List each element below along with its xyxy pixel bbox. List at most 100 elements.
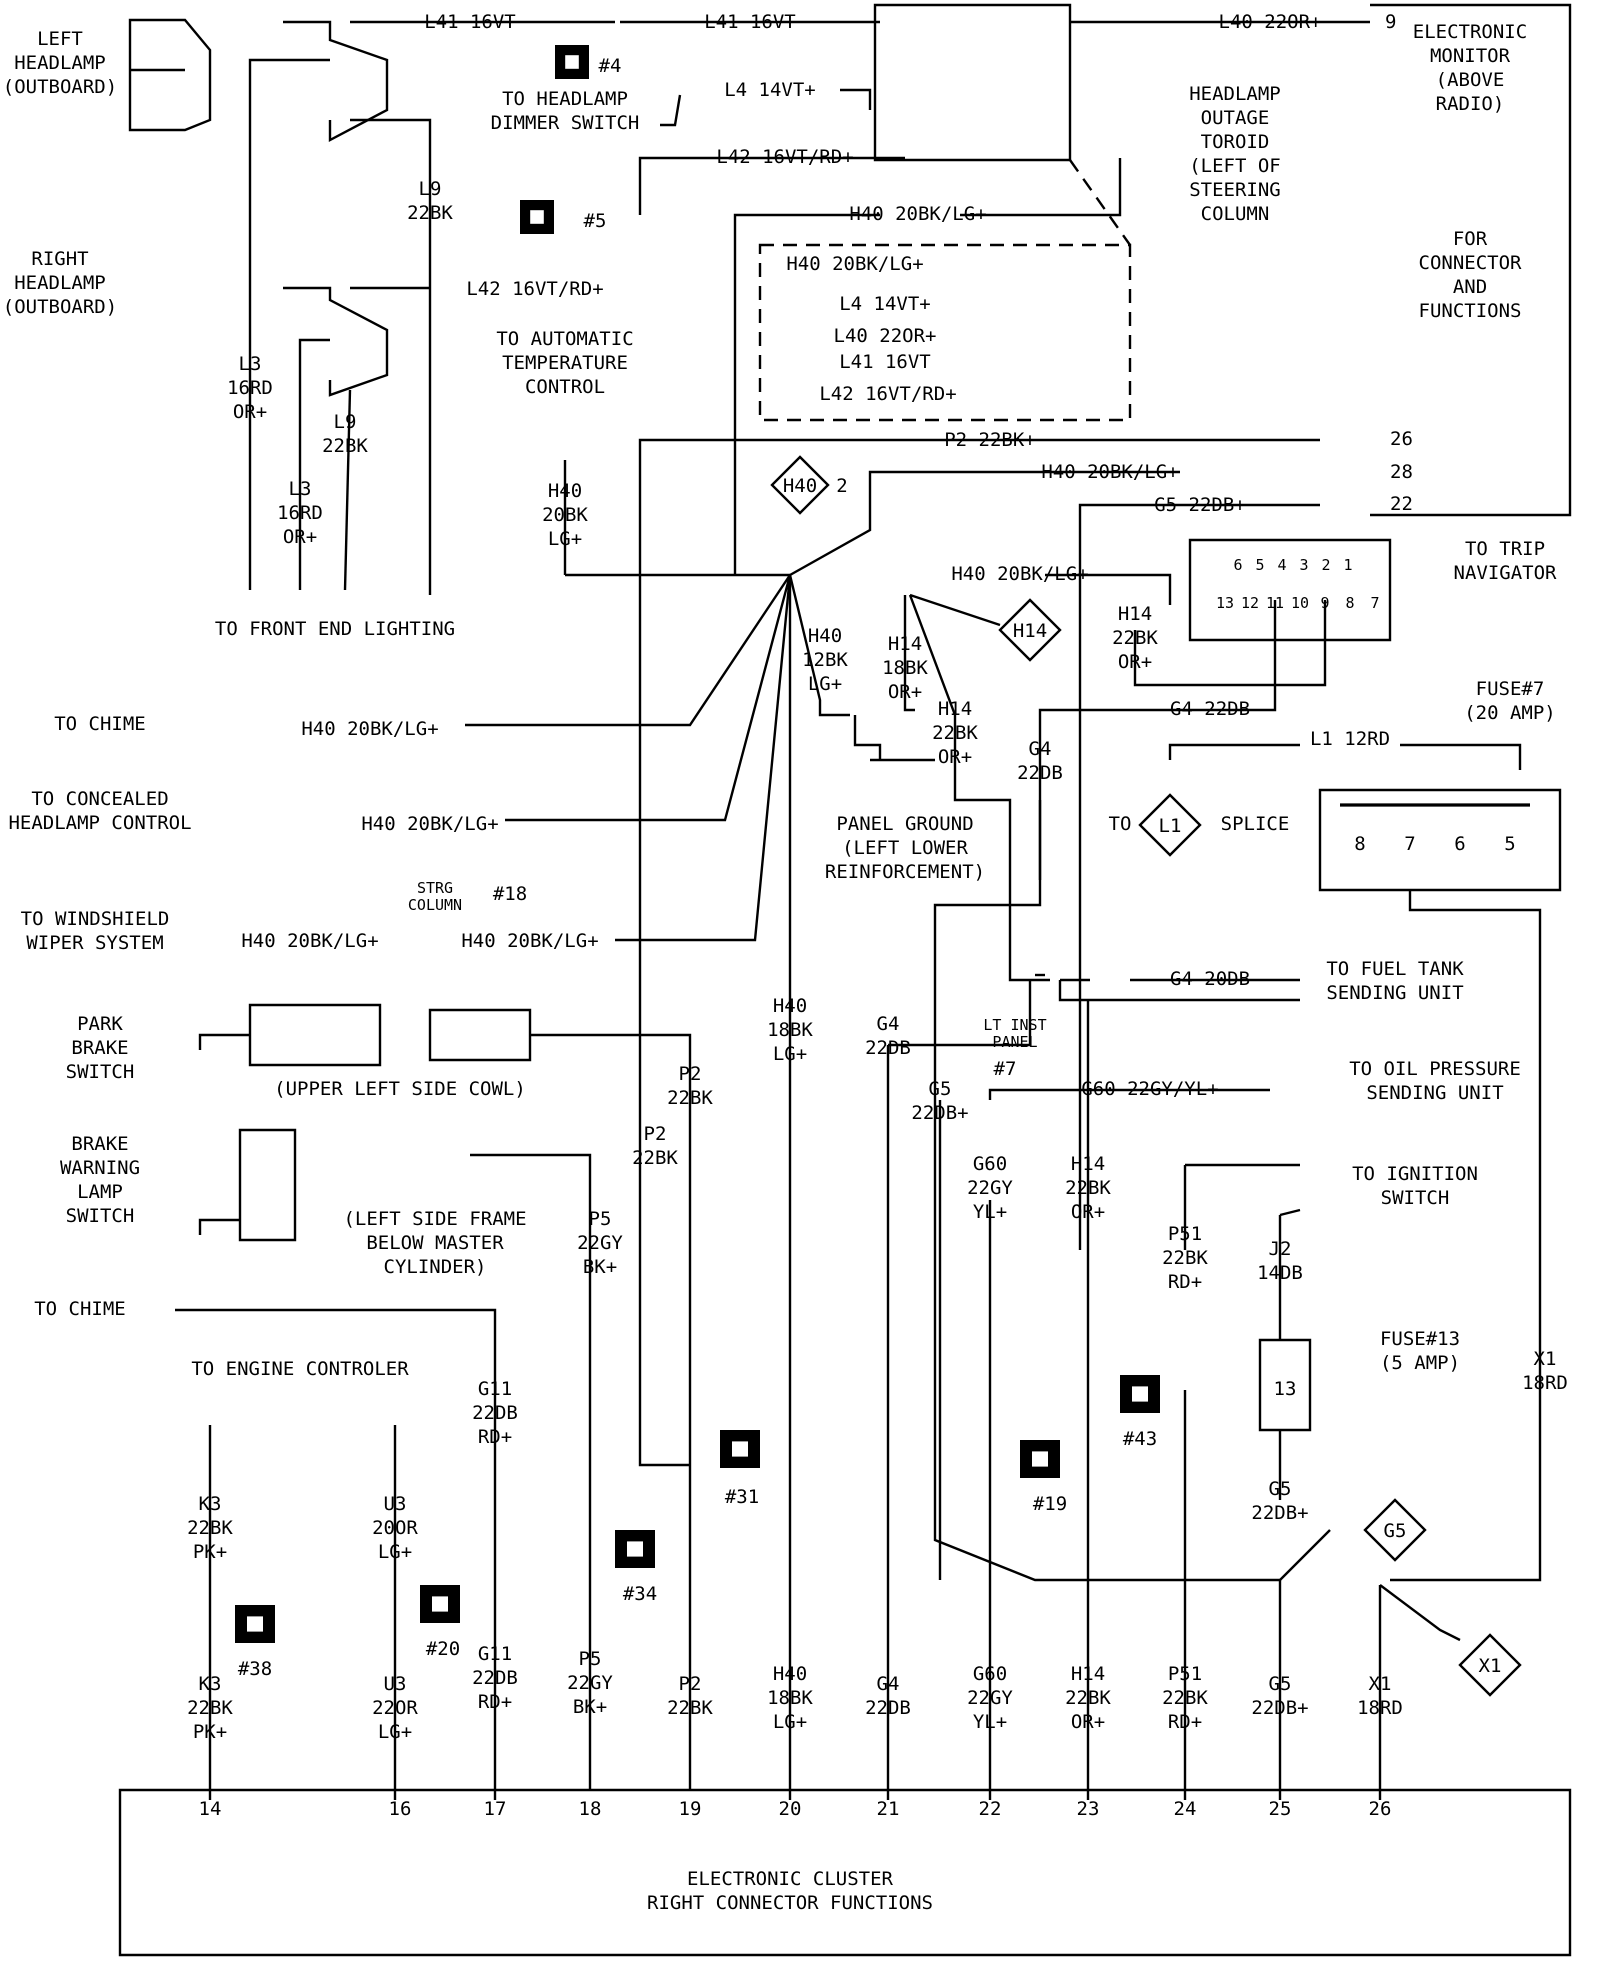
trip-pin-top: 4 <box>1277 556 1286 574</box>
wire-label-l41-a: L41 16VT <box>424 11 516 33</box>
wire-label-h40-chime: H40 20BK/LG+ <box>301 718 438 740</box>
ref-20-icon-inner <box>432 1596 448 1612</box>
wire-label-h40-trip: H40 20BK/LG+ <box>951 563 1088 585</box>
cluster-pin: 16 <box>389 1798 412 1820</box>
ref-7-label: #7 <box>994 1058 1017 1080</box>
wire-label-l1-12rd: L1 12RD <box>1310 728 1390 750</box>
splice-h40-2-num: 2 <box>836 475 847 497</box>
ref-5-label: #5 <box>584 210 607 232</box>
monitor-pin: 28 <box>1390 461 1413 483</box>
upper-left-cowl-label: (UPPER LEFT SIDE COWL) <box>274 1078 526 1100</box>
cluster-pin: 14 <box>199 1798 222 1820</box>
ref-43-icon-inner <box>1132 1386 1148 1402</box>
monitor-pin: 26 <box>1390 428 1413 450</box>
ref-4-icon-inner <box>565 55 579 69</box>
wire-label-l42-top: L42 16VT/RD+ <box>716 146 853 168</box>
wire-label-g4-22db-h: G4 22DB <box>1170 698 1250 720</box>
front-end-label: TO FRONT END LIGHTING <box>215 618 455 640</box>
wire-label-p2-top: P2 22BK+ <box>944 429 1036 451</box>
wire-label-g4-20db: G4 20DB <box>1170 968 1250 990</box>
ref-18-label: #18 <box>493 883 527 905</box>
trip-pin-bottom: 12 <box>1241 594 1259 612</box>
ref-43-label: #43 <box>1123 1428 1157 1450</box>
wire-label-h40-top: H40 20BK/LG+ <box>849 203 986 225</box>
trip-pin-top: 5 <box>1255 556 1264 574</box>
wire-label-h40-conc: H40 20BK/LG+ <box>361 813 498 835</box>
ref-38-label: #38 <box>238 1658 272 1680</box>
ref-34-icon-inner <box>627 1541 643 1557</box>
wire-label-l4-top: L4 14VT+ <box>724 79 816 101</box>
fuse7-pin: 8 <box>1354 833 1365 855</box>
engine-controller-label: TO ENGINE CONTROLER <box>191 1358 409 1380</box>
trip-pin-bottom: 8 <box>1345 594 1354 612</box>
ref-31-icon-inner <box>732 1441 748 1457</box>
cluster-pin: 18 <box>579 1798 602 1820</box>
wire-label-h40-28: H40 20BK/LG+ <box>1041 461 1178 483</box>
to-label: TO <box>1109 813 1132 835</box>
trip-pin-top: 3 <box>1299 556 1308 574</box>
cluster-pin: 21 <box>877 1798 900 1820</box>
to-chime-2-label: TO CHIME <box>34 1298 126 1320</box>
splice-g5: G5 <box>1384 1520 1407 1542</box>
trip-pin-bottom: 7 <box>1370 594 1379 612</box>
ref-31-label: #31 <box>725 1486 759 1508</box>
splice-h40-2-shape <box>770 455 830 515</box>
fuse7-pin: 7 <box>1404 833 1415 855</box>
trip-pin-bottom: 13 <box>1216 594 1234 612</box>
cluster-pin: 25 <box>1269 1798 1292 1820</box>
cluster-pin: 20 <box>779 1798 802 1820</box>
to-chime-1-label: TO CHIME <box>54 713 146 735</box>
trip-pin-bottom: 11 <box>1266 594 1284 612</box>
trip-pin-bottom: 10 <box>1291 594 1309 612</box>
cluster-pin: 19 <box>679 1798 702 1820</box>
trip-pin-bottom: 9 <box>1320 594 1329 612</box>
wire-label-l41-b: L41 16VT <box>704 11 796 33</box>
monitor-pin: 9 <box>1385 11 1396 33</box>
wire-label-g60-h: G60 22GY/YL+ <box>1081 1078 1218 1100</box>
trip-pin-top: 2 <box>1321 556 1330 574</box>
splice-label: SPLICE <box>1221 813 1290 835</box>
wire-network <box>118 3 1572 1957</box>
